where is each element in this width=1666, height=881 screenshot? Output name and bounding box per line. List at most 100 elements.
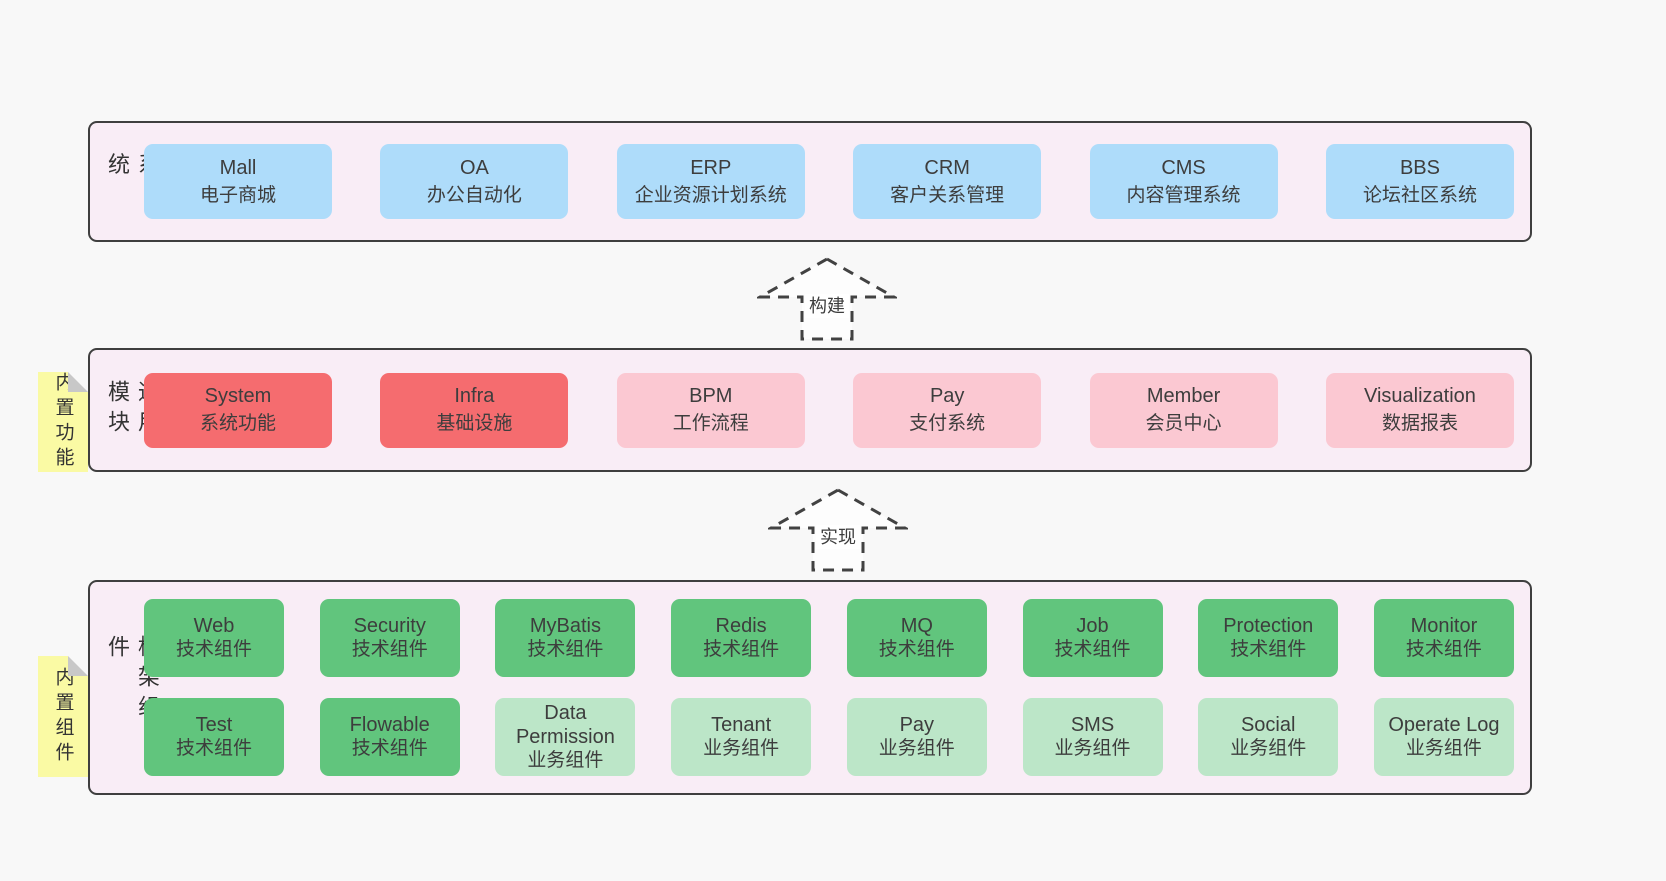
box-mybatis: MyBatis 技术组件 — [495, 599, 636, 677]
box-label-zh: 内容管理系统 — [1126, 184, 1241, 206]
box-label-en: BPM — [689, 385, 733, 407]
layer-business-content: Mall 电子商城 OA 办公自动化 ERP 企业资源计划系统 CRM 客户关系… — [144, 123, 1514, 240]
box-label-zh: 技术组件 — [351, 738, 428, 759]
box-label-en: ERP — [690, 156, 732, 179]
box-label-zh: 业务组件 — [1054, 738, 1131, 759]
box-pay-module: Pay 支付系统 — [853, 372, 1042, 448]
box-label-en: Member — [1146, 385, 1221, 407]
box-erp: ERP 企业资源计划系统 — [616, 144, 805, 219]
box-protection: Protection 技术组件 — [1198, 599, 1339, 677]
box-label-zh: 技术组件 — [1230, 639, 1307, 660]
box-label-zh: 基础设施 — [436, 413, 513, 434]
framework-row-2: Test 技术组件 Flowable 技术组件 Data Permission … — [144, 698, 1514, 776]
box-label-en: Data Permission — [515, 702, 615, 748]
implement-arrow: 实现 — [768, 487, 908, 573]
box-crm: CRM 客户关系管理 — [853, 144, 1042, 219]
box-label-en: Test — [195, 714, 233, 736]
box-label-zh: 支付系统 — [909, 413, 986, 434]
box-label-en: Pay — [899, 714, 935, 736]
box-label-en: Security — [353, 615, 426, 637]
box-label-zh: 技术组件 — [878, 639, 955, 660]
box-visualization: Visualization 数据报表 — [1325, 372, 1514, 448]
note-fold-corner-icon — [68, 656, 88, 676]
box-label-en: Monitor — [1410, 615, 1478, 637]
box-label-en: Social — [1240, 714, 1296, 736]
box-label-zh: 客户关系管理 — [890, 184, 1005, 206]
build-arrow-label: 构建 — [805, 294, 849, 318]
box-label-en: Pay — [929, 385, 965, 407]
box-label-zh: 业务组件 — [1230, 738, 1307, 759]
box-cms: CMS 内容管理系统 — [1089, 144, 1278, 219]
box-label-en: Tenant — [711, 714, 772, 736]
box-bpm: BPM 工作流程 — [616, 372, 805, 448]
box-flowable: Flowable 技术组件 — [319, 698, 460, 776]
box-label-zh: 业务组件 — [1405, 738, 1482, 759]
box-label-en: Redis — [715, 615, 767, 637]
box-label-zh: 会员中心 — [1145, 413, 1222, 434]
builtin-components-note: 内置组件 — [38, 656, 88, 777]
box-oa: OA 办公自动化 — [380, 144, 569, 219]
layer-common-modules: 通用模块 System 系统功能 Infra 基础设施 BPM 工作流程 Pay… — [88, 348, 1532, 472]
box-label-en: SMS — [1070, 714, 1115, 736]
box-label-zh: 业务组件 — [527, 750, 604, 771]
box-label-zh: 电子商城 — [199, 184, 276, 206]
box-label-en: Infra — [454, 385, 495, 407]
note-text: 内置功能 — [52, 372, 74, 472]
box-data-permission: Data Permission 业务组件 — [495, 698, 636, 776]
box-label-en: MQ — [900, 615, 933, 637]
box-label-zh: 技术组件 — [1054, 639, 1131, 660]
box-monitor: Monitor 技术组件 — [1373, 599, 1514, 677]
modules-row: System 系统功能 Infra 基础设施 BPM 工作流程 Pay 支付系统… — [144, 372, 1514, 448]
box-label-zh: 技术组件 — [351, 639, 428, 660]
box-operate-log: Operate Log 业务组件 — [1373, 698, 1514, 776]
box-system: System 系统功能 — [144, 372, 332, 448]
box-mq: MQ 技术组件 — [846, 599, 987, 677]
layer-modules-content: System 系统功能 Infra 基础设施 BPM 工作流程 Pay 支付系统… — [144, 350, 1514, 470]
framework-row-1: Web 技术组件 Security 技术组件 MyBatis 技术组件 Redi… — [144, 599, 1514, 677]
box-label-zh: 企业资源计划系统 — [634, 184, 787, 206]
box-social: Social 业务组件 — [1198, 698, 1339, 776]
box-label-en: Job — [1076, 615, 1109, 637]
box-label-zh: 论坛社区系统 — [1362, 184, 1477, 206]
layer-business-systems: 业务系统 Mall 电子商城 OA 办公自动化 ERP 企业资源计划系统 CRM… — [88, 121, 1532, 242]
box-label-zh: 业务组件 — [878, 738, 955, 759]
box-label-en: System — [204, 385, 272, 407]
box-label-zh: 工作流程 — [672, 413, 749, 434]
box-label-zh: 系统功能 — [199, 413, 276, 434]
implement-arrow-label: 实现 — [816, 525, 860, 549]
box-label-en: Mall — [219, 156, 257, 179]
box-web: Web 技术组件 — [144, 599, 284, 677]
business-row: Mall 电子商城 OA 办公自动化 ERP 企业资源计划系统 CRM 客户关系… — [144, 144, 1514, 219]
box-member: Member 会员中心 — [1089, 372, 1278, 448]
box-mall: Mall 电子商城 — [144, 144, 332, 219]
box-label-en: Flowable — [349, 714, 430, 736]
build-arrow: 构建 — [757, 256, 897, 342]
box-label-en: Operate Log — [1388, 714, 1500, 736]
box-security: Security 技术组件 — [319, 599, 460, 677]
box-tenant: Tenant 业务组件 — [671, 698, 812, 776]
box-label-en: CMS — [1161, 156, 1206, 179]
box-label-en: Visualization — [1363, 385, 1476, 407]
box-test: Test 技术组件 — [144, 698, 284, 776]
layer-framework-content: Web 技术组件 Security 技术组件 MyBatis 技术组件 Redi… — [144, 582, 1514, 793]
box-label-en: MyBatis — [529, 615, 601, 637]
box-pay-component: Pay 业务组件 — [846, 698, 987, 776]
box-label-en: CRM — [924, 156, 970, 179]
box-sms: SMS 业务组件 — [1022, 698, 1163, 776]
box-label-zh: 数据报表 — [1381, 413, 1458, 434]
box-label-en: Web — [193, 615, 235, 637]
layer-framework-components: 框架组件 Web 技术组件 Security 技术组件 MyBatis 技术组件… — [88, 580, 1532, 795]
box-label-zh: 办公自动化 — [426, 184, 522, 206]
box-label-en: OA — [459, 156, 489, 179]
builtin-functions-note: 内置功能 — [38, 372, 88, 472]
box-label-zh: 技术组件 — [703, 639, 780, 660]
box-label-en: BBS — [1399, 156, 1440, 179]
box-label-zh: 技术组件 — [1405, 639, 1482, 660]
box-redis: Redis 技术组件 — [671, 599, 812, 677]
box-label-zh: 技术组件 — [175, 738, 252, 759]
box-bbs: BBS 论坛社区系统 — [1325, 144, 1514, 219]
box-label-zh: 技术组件 — [175, 639, 252, 660]
box-infra: Infra 基础设施 — [380, 372, 569, 448]
box-label-en: Protection — [1223, 615, 1314, 637]
note-text: 内置组件 — [52, 666, 74, 767]
